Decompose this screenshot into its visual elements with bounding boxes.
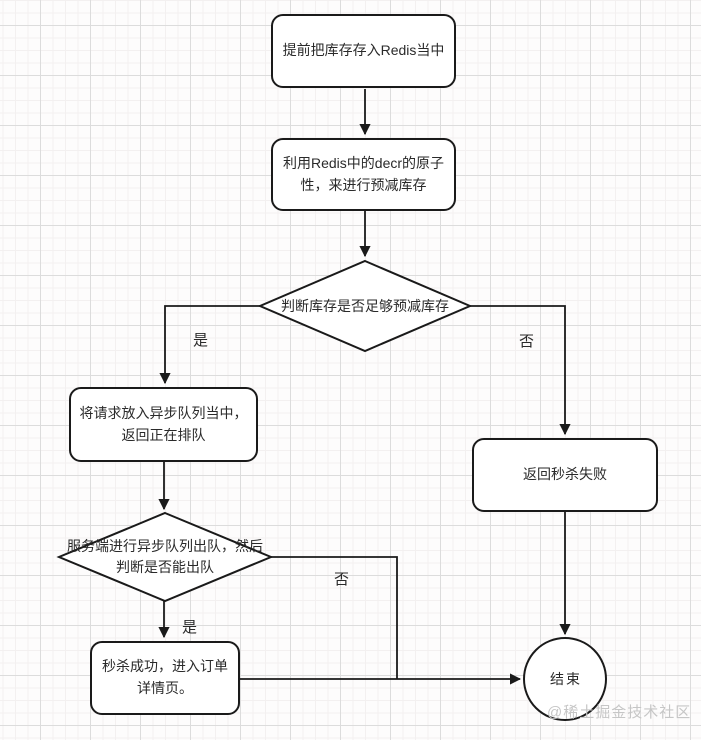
edge-check-no-to-fail	[470, 305, 571, 436]
node-store-redis: 提前把库存存入Redis当中	[271, 14, 456, 88]
node-end-shape	[523, 637, 607, 721]
node-dequeue-check-shape	[56, 511, 274, 603]
node-return-fail-label: 返回秒杀失败	[523, 466, 607, 483]
node-store-redis-label: 提前把库存存入Redis当中	[282, 42, 445, 59]
edge-check-yes-to-enqueue	[159, 305, 260, 385]
node-pre-decr: 利用Redis中的decr的原子性，来进行预减库存	[271, 138, 456, 211]
watermark: @稀土掘金技术社区	[547, 704, 692, 721]
node-success: 秒杀成功，进入订单详情页。	[90, 641, 240, 715]
node-enqueue-label: 将请求放入异步队列当中，返回正在排队	[79, 404, 248, 443]
node-check-stock-shape	[257, 259, 473, 353]
edge-label-dequeue-no: 否	[334, 571, 350, 588]
edge-dequeue-no-to-end	[271, 556, 398, 679]
node-success-label: 秒杀成功，进入订单详情页。	[102, 658, 228, 696]
edge-label-dequeue-yes: 是	[182, 619, 198, 636]
node-enqueue: 将请求放入异步队列当中，返回正在排队	[69, 387, 258, 462]
edge-label-stock-yes: 是	[193, 332, 209, 349]
node-return-fail: 返回秒杀失败	[472, 438, 658, 512]
node-end-label: 结束	[550, 671, 582, 687]
node-pre-decr-label: 利用Redis中的decr的原子性，来进行预减库存	[282, 154, 445, 193]
edge-label-stock-no: 否	[519, 333, 535, 350]
